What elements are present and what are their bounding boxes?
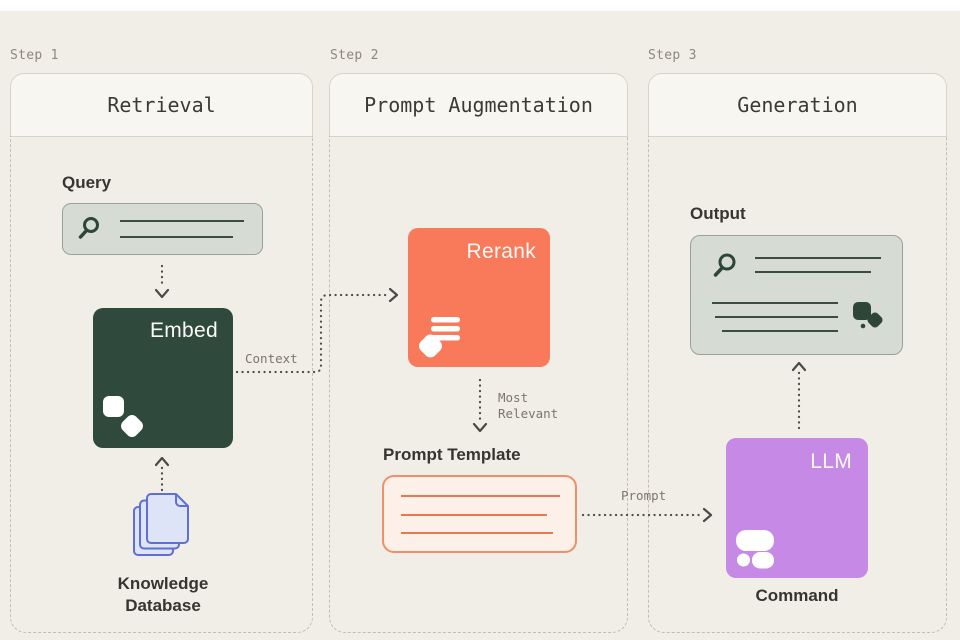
embed-shapes-icon bbox=[103, 396, 143, 437]
header-prompt-augmentation-title: Prompt Augmentation bbox=[364, 93, 593, 117]
rerank-box-label: Rerank bbox=[466, 240, 536, 263]
prompt-template-box bbox=[382, 475, 577, 553]
column-retrieval bbox=[10, 136, 313, 633]
header-prompt-augmentation: Prompt Augmentation bbox=[329, 73, 628, 137]
header-generation-title: Generation bbox=[737, 93, 858, 117]
ranked-list-icon bbox=[419, 317, 460, 358]
template-lines-icon bbox=[401, 495, 560, 534]
context-edge-label: Context bbox=[245, 351, 298, 366]
llm-box: LLM bbox=[726, 438, 868, 578]
header-retrieval-title: Retrieval bbox=[107, 93, 216, 117]
step3-label: Step 3 bbox=[648, 48, 697, 63]
embed-box: Embed bbox=[93, 308, 233, 448]
most-relevant-edge-label: Most Relevant bbox=[498, 390, 559, 421]
step2-label: Step 2 bbox=[330, 48, 379, 63]
header-generation: Generation bbox=[648, 73, 947, 137]
output-label: Output bbox=[690, 204, 746, 223]
knowledge-database-label: Knowledge Database bbox=[117, 574, 209, 616]
column-prompt-augmentation bbox=[329, 136, 628, 633]
column-generation bbox=[648, 136, 947, 633]
llm-box-label: LLM bbox=[810, 450, 852, 473]
cohere-blobs-icon bbox=[736, 530, 774, 569]
header-retrieval: Retrieval bbox=[10, 73, 313, 137]
search-result-icon bbox=[712, 253, 883, 332]
step1-label: Step 1 bbox=[10, 48, 59, 63]
embed-box-label: Embed bbox=[149, 319, 218, 342]
prompt-template-label: Prompt Template bbox=[383, 445, 521, 464]
command-label: Command bbox=[755, 586, 839, 605]
prompt-edge-label: Prompt bbox=[621, 488, 667, 503]
rerank-box: Rerank bbox=[408, 228, 550, 367]
query-label: Query bbox=[62, 173, 112, 192]
search-icon bbox=[78, 217, 244, 239]
document-stack-icon bbox=[133, 493, 189, 556]
output-box bbox=[690, 235, 903, 355]
top-strip bbox=[0, 0, 960, 11]
query-box bbox=[62, 203, 263, 255]
